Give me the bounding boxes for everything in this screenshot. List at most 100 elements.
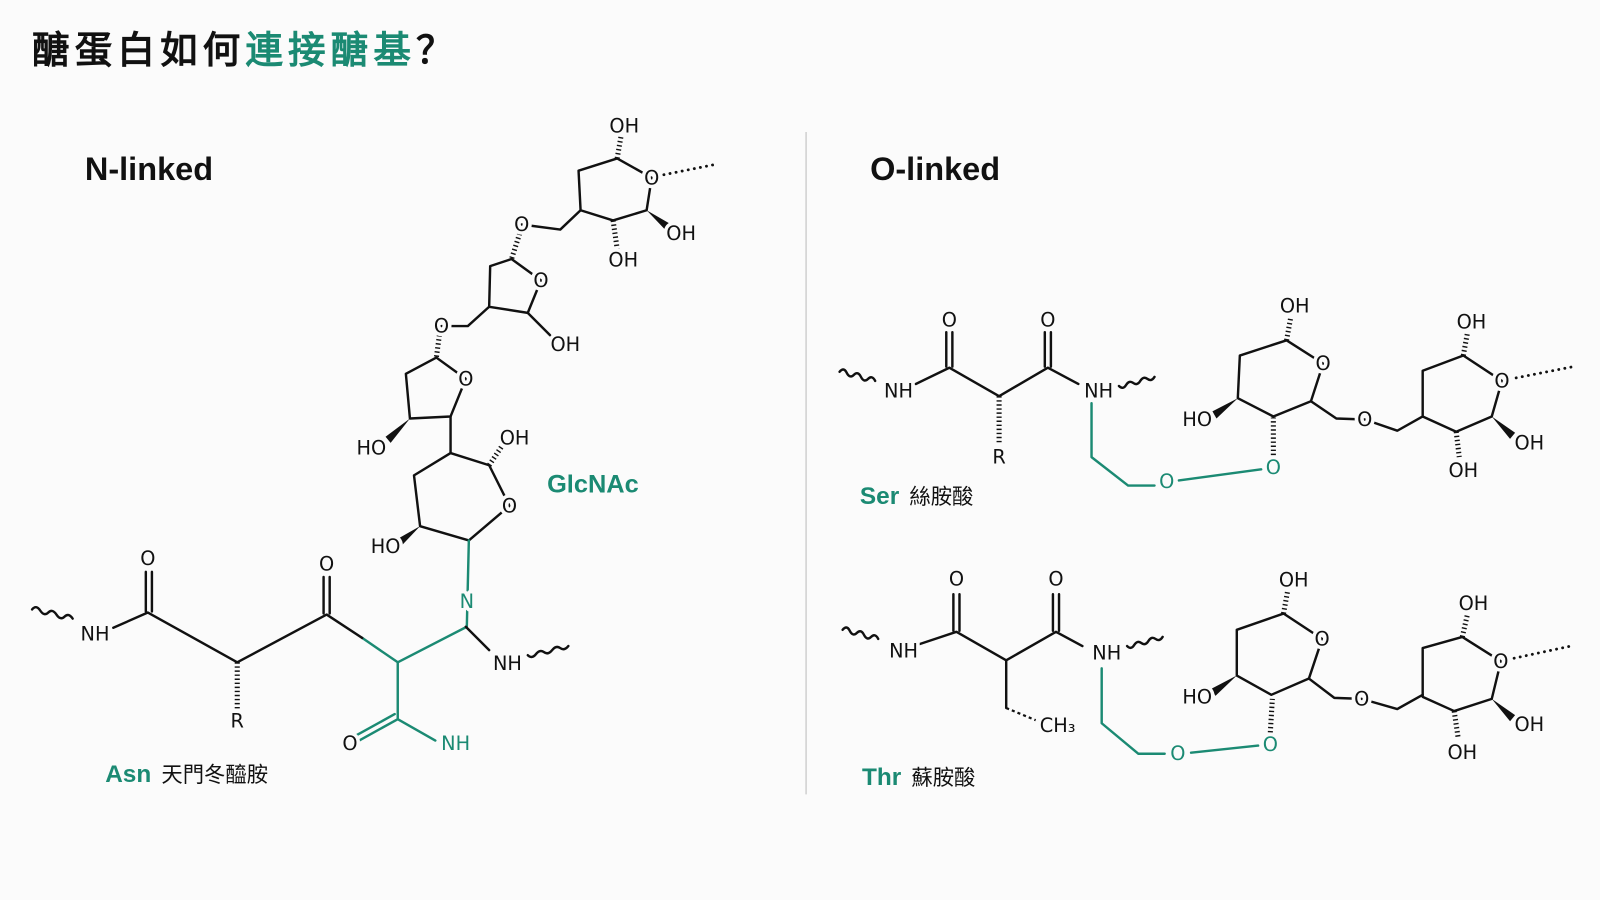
hashed-bond <box>1451 710 1461 739</box>
dotted-bond <box>1512 644 1573 660</box>
atom-label: O <box>1159 470 1174 493</box>
atom-label: N <box>460 590 474 613</box>
atom-label: NH <box>493 652 522 675</box>
atom-label: O <box>342 732 357 755</box>
side-chain-bond <box>360 636 399 664</box>
side-chain-bond <box>396 717 437 742</box>
residue-name: 絲胺酸 <box>909 485 973 510</box>
hashed-bond <box>1284 317 1294 341</box>
atom-label: O <box>319 552 334 575</box>
double-bond <box>1043 330 1053 368</box>
o-glycosidic-linkage <box>1090 402 1156 487</box>
n-linked-panel: N-linked <box>30 111 717 788</box>
wedge-bond <box>385 418 410 443</box>
atom-label: OH <box>1514 713 1544 736</box>
wavy-bond <box>30 605 74 620</box>
atom-label: NH <box>81 622 110 645</box>
hashed-bond <box>1459 613 1470 638</box>
double-bond <box>1051 593 1061 633</box>
double-bond <box>354 712 399 742</box>
peptide-backbone <box>112 611 364 664</box>
title-highlight: 連接醣基 <box>245 28 416 72</box>
atom-label: OH <box>1280 294 1310 317</box>
atom-label: OH <box>609 114 639 137</box>
glycosidic-bond <box>1307 677 1424 711</box>
atom-label: O <box>942 308 957 331</box>
wavy-bond <box>841 626 880 641</box>
atom-label: OH <box>608 249 638 272</box>
pyranose-ring <box>1235 612 1324 697</box>
peptide-backbone <box>914 366 1080 398</box>
atom-label: CH₃ <box>1040 714 1076 737</box>
atom-label: O <box>533 269 548 292</box>
o-glycosidic-linkage <box>1177 468 1263 482</box>
residue-name: 天門冬醯胺 <box>161 763 268 788</box>
bond <box>464 625 491 652</box>
bond <box>526 311 552 337</box>
wavy-bond <box>1125 635 1164 650</box>
atom-label: NH <box>884 380 913 403</box>
furanose-ring <box>404 356 468 420</box>
dashed-bond <box>1005 706 1037 722</box>
atom-label: OH <box>1448 459 1478 482</box>
atom-label: HO <box>1182 408 1212 431</box>
hashed-bond <box>1267 698 1275 733</box>
ser-residue-label: Ser 絲胺酸 <box>860 483 973 510</box>
furanose-ring <box>487 257 543 315</box>
atom-label: OH <box>500 426 530 449</box>
double-bond <box>144 570 154 613</box>
atom-label: O <box>458 367 473 390</box>
hashed-bond <box>614 134 624 159</box>
atom-label: OH <box>1279 569 1309 592</box>
glycosidic-bond <box>1309 400 1424 432</box>
wavy-bond <box>1117 375 1156 390</box>
atom-label: O <box>949 568 964 591</box>
atom-label: O <box>1266 456 1281 479</box>
pyranose-ring <box>1421 635 1503 713</box>
wedge-bond <box>396 526 421 547</box>
residue-code: Thr <box>862 764 902 791</box>
wedge-bond <box>646 210 674 233</box>
title-question-mark: ？ <box>416 28 459 72</box>
residue-code: Ser <box>860 483 900 510</box>
o-linked-heading: O-linked <box>870 151 1000 187</box>
title-text: 醣蛋白如何 <box>32 28 245 72</box>
atom-label: NH <box>1092 642 1121 665</box>
o-glycosidic-linkage <box>1100 667 1166 755</box>
dotted-bond <box>662 163 717 177</box>
atom-label: NH <box>1084 380 1113 403</box>
page-title: 醣蛋白如何連接醣基？ <box>32 28 459 72</box>
wedge-bond <box>1491 698 1516 722</box>
atom-label: OH <box>666 222 696 245</box>
residue-name: 蘇胺酸 <box>911 766 975 791</box>
wavy-bond <box>526 644 570 659</box>
hashed-bond <box>1281 590 1291 614</box>
wavy-bond <box>838 368 877 383</box>
atom-label: O <box>1263 733 1278 756</box>
hashed-bond <box>433 334 442 358</box>
hashed-bond <box>1460 332 1470 356</box>
atom-label: OH <box>550 333 580 356</box>
double-bond <box>945 330 954 368</box>
atom-label: O <box>514 213 529 236</box>
atom-label: O <box>140 547 155 570</box>
atom-label: O <box>644 166 659 189</box>
pyranose-ring <box>577 157 653 222</box>
atom-label: O <box>1357 408 1372 431</box>
peptide-backbone <box>918 630 1084 662</box>
hashed-bond <box>610 220 620 250</box>
dotted-bond <box>1514 365 1575 380</box>
glycosidic-bond <box>520 209 582 231</box>
wedge-bond <box>1211 675 1237 696</box>
atom-label: O <box>1040 308 1055 331</box>
hashed-bond <box>1453 431 1462 458</box>
atom-label: O <box>502 494 517 517</box>
atom-label: O <box>1493 650 1508 673</box>
atom-label: NH <box>441 732 470 755</box>
atom-label: O <box>1494 369 1509 392</box>
atom-label: O <box>1048 568 1063 591</box>
thr-residue-label: Thr 蘇胺酸 <box>862 764 975 791</box>
glcnac-label: GlcNAc <box>547 471 639 499</box>
